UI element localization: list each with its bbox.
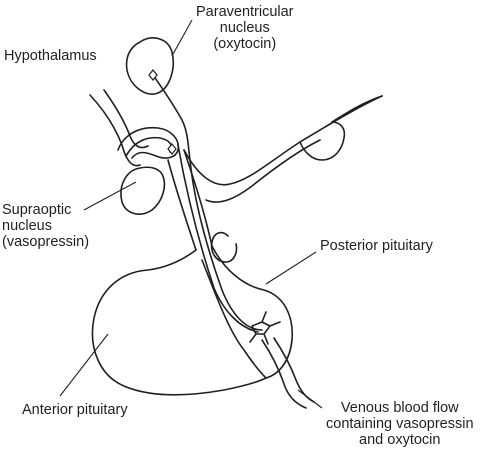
label-paraventricular-line2: nucleus (219, 20, 270, 36)
supraoptic-neuron (167, 143, 177, 155)
infundibulum-loop (117, 126, 180, 159)
leader-posterior (265, 251, 317, 285)
nerve-terminal-branches (249, 311, 281, 345)
leader-supraoptic (83, 181, 137, 211)
label-hypothalamus: Hypothalamus (4, 48, 97, 64)
mammillary-lobe (299, 121, 346, 161)
label-supraoptic-line2: nucleus (2, 218, 52, 234)
label-venous-line1: Venous blood flow (340, 400, 459, 416)
label-venous-line3: and oxytocin (359, 432, 441, 448)
venous-outflow-left (261, 339, 307, 409)
leader-anterior (59, 333, 109, 397)
right-tract (331, 95, 383, 123)
hypothalamus-wall-right-2 (205, 139, 321, 203)
label-supraoptic: Supraoptic nucleus (vasopressin) (2, 202, 89, 250)
hypothalamus-wall-left-2 (103, 89, 149, 149)
label-venous: Venous blood flow containing vasopressin… (326, 400, 474, 448)
label-paraventricular-line3: (oxytocin) (213, 36, 277, 52)
label-venous-line2: containing vasopressin (326, 416, 474, 432)
paraventricular-axon (152, 74, 263, 331)
hypothalamus-wall-right (183, 95, 383, 186)
pituitary-stalk-left (167, 159, 197, 251)
leader-venous (297, 389, 323, 409)
label-anterior-pituitary: Anterior pituitary (22, 402, 128, 418)
label-supraoptic-line1: Supraoptic (2, 202, 72, 218)
anterior-pituitary-outline (91, 249, 267, 396)
posterior-pituitary-outline (211, 245, 294, 379)
paraventricular-neuron (148, 69, 158, 81)
label-paraventricular-line1: Paraventricular (196, 4, 294, 20)
supraoptic-lobe (120, 166, 166, 215)
label-supraoptic-line3: (vasopressin) (2, 234, 90, 250)
leader-paraventricular (171, 19, 193, 57)
paraventricular-nucleus-outline (125, 37, 174, 95)
label-posterior-pituitary: Posterior pituitary (320, 238, 433, 254)
anterior-posterior-boundary (201, 259, 267, 379)
hypothalamus-wall-left (89, 94, 141, 167)
posterior-small-lobe (210, 231, 238, 263)
pituitary-stalk-right (183, 149, 213, 247)
paraventricular-axon-inner (177, 144, 259, 333)
label-paraventricular: Paraventricular nucleus (oxytocin) (196, 4, 294, 52)
